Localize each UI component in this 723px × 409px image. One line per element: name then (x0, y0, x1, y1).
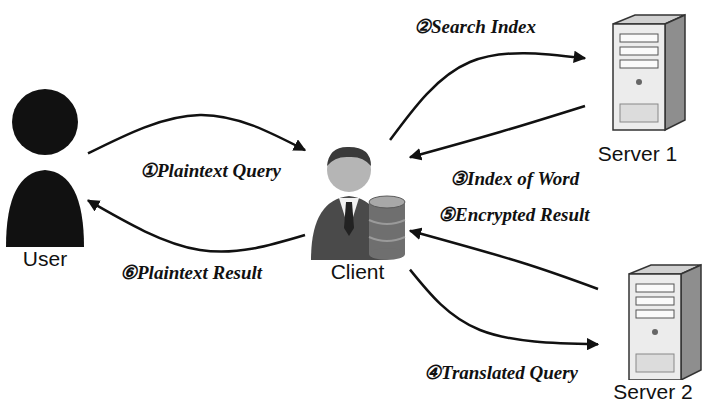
node-label: User (23, 247, 67, 271)
step-label: ④Translated Query (422, 362, 580, 384)
node-box: Client (305, 140, 410, 284)
flow-arrow (88, 200, 305, 251)
server-icon (585, 12, 690, 142)
flow-arrow (390, 53, 585, 140)
client-icon (305, 140, 410, 260)
node-box: Server 2 (598, 262, 708, 404)
step-label: ①Plaintext Query (138, 160, 283, 182)
flow-arrow (410, 270, 598, 345)
flow-arrow (410, 231, 598, 289)
node-label: Server 1 (598, 142, 677, 166)
node-label: Server 2 (613, 380, 692, 404)
step-label: ②Search Index (412, 16, 538, 38)
step-label: ③Index of Word (448, 168, 581, 190)
flow-arrow (410, 106, 585, 157)
server-icon (601, 262, 706, 380)
node-label: Client (331, 260, 385, 284)
step-label: ⑤Encrypted Result (436, 204, 592, 226)
node-box: User (2, 75, 88, 271)
user-icon (2, 75, 88, 247)
flow-arrow (88, 115, 305, 153)
node-box: Server 1 (585, 12, 690, 166)
step-label: ⑥Plaintext Result (118, 262, 264, 284)
